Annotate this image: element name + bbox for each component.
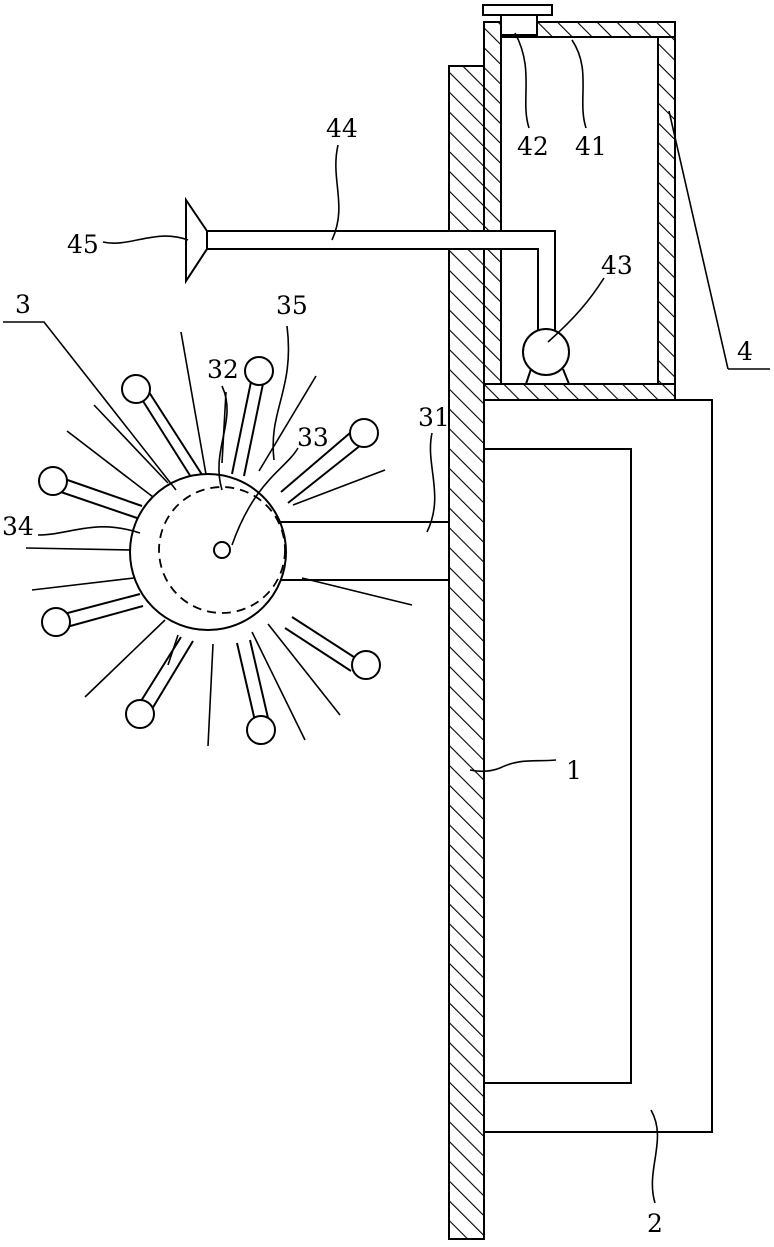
- label-45: 45: [67, 230, 99, 259]
- label-34: 34: [2, 512, 34, 541]
- label-42: 42: [517, 132, 549, 161]
- label-33: 33: [297, 423, 329, 452]
- label-2: 2: [647, 1209, 663, 1238]
- nozzle-45: [186, 200, 207, 281]
- label-4: 4: [737, 337, 753, 366]
- frame-2: [484, 400, 712, 1132]
- label-1: 1: [566, 756, 582, 785]
- label-41: 41: [575, 132, 607, 161]
- label-35: 35: [276, 291, 308, 320]
- label-44: 44: [326, 114, 358, 143]
- label-31: 31: [418, 403, 450, 432]
- label-43: 43: [601, 251, 633, 280]
- brush-disk-3: [130, 474, 286, 630]
- label-3: 3: [15, 290, 31, 319]
- shaft-33: [214, 542, 230, 558]
- label-32: 32: [207, 355, 239, 384]
- tank-4: [484, 22, 675, 400]
